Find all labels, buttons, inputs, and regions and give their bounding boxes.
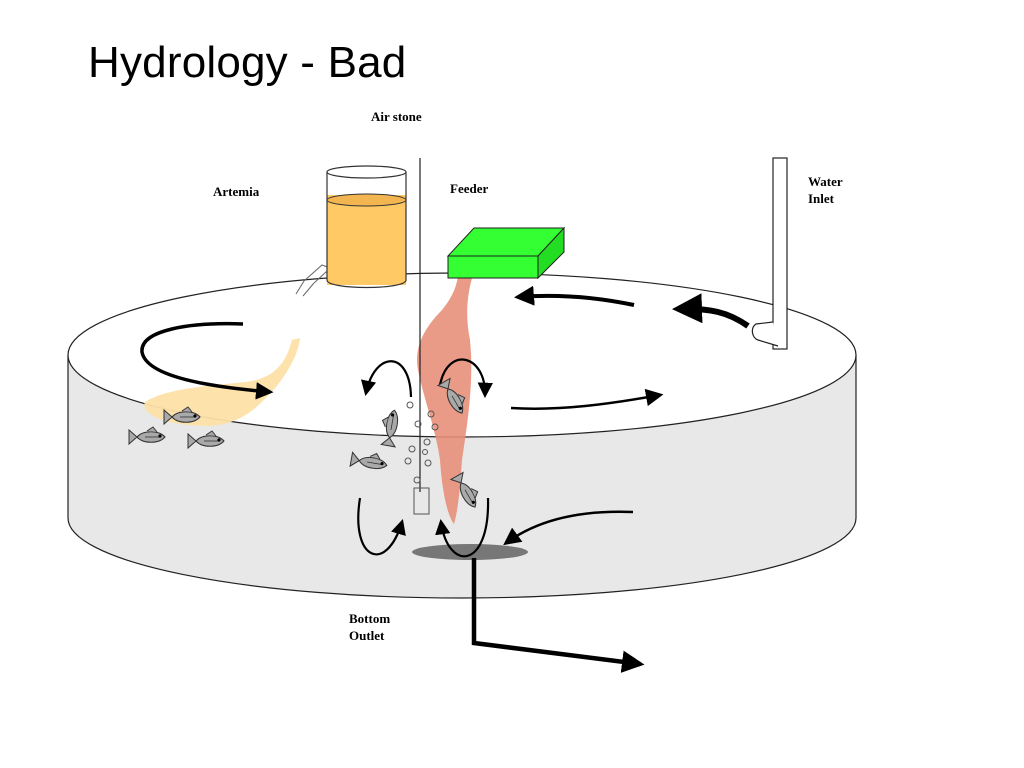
artemia-tube — [295, 280, 315, 297]
flow-arrow-icon — [672, 293, 750, 329]
flow-arrows — [140, 285, 750, 673]
label-feeder: Feeder — [450, 181, 488, 196]
artemia-container — [295, 165, 407, 297]
air-bubble-icon — [404, 457, 412, 465]
air-bubble-icon — [414, 420, 422, 428]
air-bubble-icon — [413, 476, 421, 484]
artemia-plume — [144, 338, 300, 426]
flow-arrow-icon — [510, 388, 664, 410]
artemia-liquid — [327, 195, 406, 285]
label-air-stone: Air stone — [371, 109, 422, 124]
label-bottom-outlet-line1: Bottom — [349, 611, 390, 626]
flow-arrow-icon — [503, 510, 634, 546]
flow-arrow-icon — [438, 358, 493, 399]
air-bubble-icon — [423, 438, 431, 446]
air-stone — [413, 487, 430, 515]
flow-arrow-icon — [435, 497, 490, 558]
air-bubbles — [404, 401, 439, 484]
feed-plume — [417, 276, 472, 524]
bottom-drain — [412, 544, 528, 560]
air-bubble-icon — [406, 401, 414, 409]
outlet-flow-arrow — [471, 558, 645, 673]
air-bubble-icon — [408, 445, 416, 453]
air-bubble-icon — [422, 449, 428, 455]
beaker-rim — [326, 165, 407, 179]
page-title: Hydrology - Bad — [88, 38, 407, 87]
label-water-inlet-line1: Water — [808, 174, 843, 189]
feeder-box — [446, 226, 566, 280]
flow-arrow-icon — [360, 360, 413, 398]
label-water-inlet-line2: Inlet — [808, 191, 835, 206]
label-artemia: Artemia — [213, 184, 260, 199]
flow-arrow-icon — [357, 497, 406, 556]
label-bottom-outlet-line2: Outlet — [349, 628, 385, 643]
flow-arrow-icon — [514, 285, 635, 307]
liquid-surface — [326, 193, 407, 207]
water-inlet-pipe — [751, 157, 788, 350]
air-bubble-icon — [424, 459, 432, 467]
flow-arrow-icon — [140, 321, 274, 400]
artemia-beaker — [326, 172, 407, 289]
air-bubble-icon — [427, 410, 435, 418]
air-bubble-icon — [431, 423, 439, 431]
